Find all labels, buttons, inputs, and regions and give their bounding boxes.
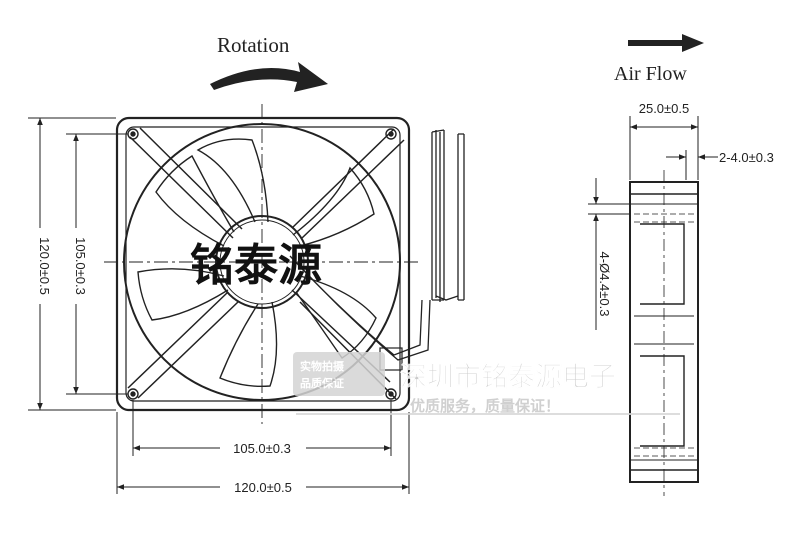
dim-width-outer: 120.0±0.5 bbox=[234, 480, 292, 495]
dim-height-outer: 120.0±0.5 bbox=[37, 237, 52, 295]
brand-overlay: 铭泰源 bbox=[190, 240, 322, 291]
fan-blades bbox=[137, 138, 377, 388]
side-dimensions bbox=[588, 116, 718, 330]
lead-wires bbox=[289, 255, 431, 361]
watermark: 实物拍摄 品质保证 深圳市铭泰源电子 优质服务，质量保证！ bbox=[293, 352, 680, 415]
rotation-label: Rotation bbox=[217, 33, 290, 57]
front-centerlines bbox=[104, 104, 420, 424]
mounting-holes bbox=[127, 128, 397, 400]
fan-strut-upper-right bbox=[291, 128, 405, 239]
watermark-badge-line1: 实物拍摄 bbox=[300, 359, 345, 373]
wire-harness bbox=[431, 129, 465, 302]
dim-width-holes: 105.0±0.3 bbox=[233, 441, 291, 456]
rotation-arrow-icon bbox=[210, 62, 328, 92]
fan-frame-outer bbox=[115, 116, 411, 412]
side-motor-block bbox=[640, 223, 685, 305]
watermark-company: 深圳市铭泰源电子 bbox=[400, 361, 616, 393]
watermark-badge-line2: 品质保证 bbox=[300, 376, 344, 390]
side-view bbox=[629, 170, 699, 496]
watermark-slogan: 优质服务，质量保证！ bbox=[410, 397, 560, 415]
front-dimensions bbox=[28, 117, 410, 494]
fan-strut-upper-left bbox=[129, 127, 243, 239]
dim-flange: 2-4.0±0.3 bbox=[719, 150, 774, 165]
dim-holes: 4-Ø4.4±0.3 bbox=[597, 252, 612, 317]
fan-strut-lower-left bbox=[127, 291, 239, 399]
air-flow-arrow-icon bbox=[628, 34, 704, 52]
dim-depth: 25.0±0.5 bbox=[639, 101, 690, 116]
dim-height-holes: 105.0±0.3 bbox=[73, 237, 88, 295]
air-flow-label: Air Flow bbox=[614, 63, 687, 85]
watermark-badge bbox=[293, 352, 385, 396]
